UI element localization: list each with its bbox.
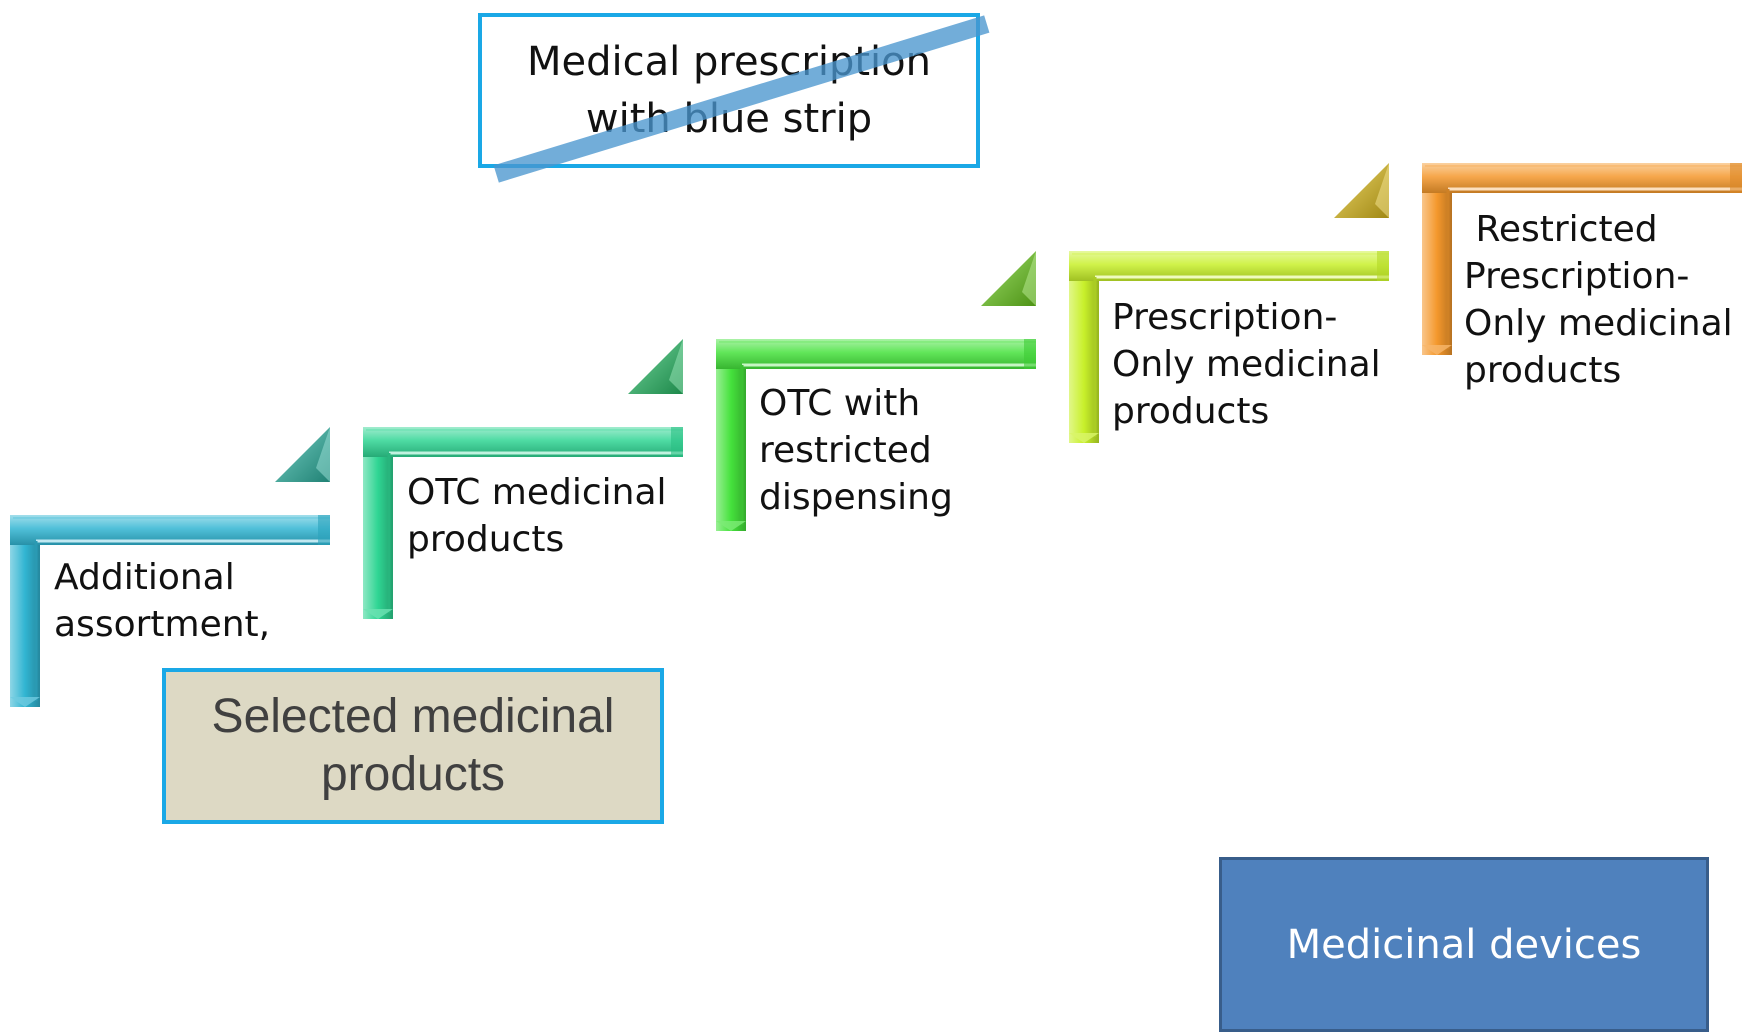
medicinal-devices-text: Medicinal devices xyxy=(1286,921,1642,968)
selected-products-box: Selected medicinal products xyxy=(162,668,664,824)
step-label-otc-restricted: OTC with restricted dispensing xyxy=(759,383,953,518)
step-arrow-1 xyxy=(275,427,330,482)
step-bracket-otc-restricted xyxy=(716,339,1036,531)
step-cap xyxy=(363,609,393,619)
step-arrow-4 xyxy=(1334,163,1389,218)
step-bracket-restricted-prescription xyxy=(1422,163,1742,355)
step-bracket-additional xyxy=(10,515,330,707)
step-label-restricted-prescription: Restricted Prescription- Only medicinal … xyxy=(1464,209,1733,391)
step-label-prescription: Prescription- Only medicinal products xyxy=(1112,297,1381,432)
step-cap xyxy=(1422,345,1452,355)
selected-products-text: Selected medicinal products xyxy=(211,690,615,801)
medicinal-devices-box: Medicinal devices xyxy=(1219,857,1709,1032)
step-label-additional: Additional assortment, xyxy=(54,557,271,645)
prescription-note-box: Medical prescription with blue strip xyxy=(478,13,980,168)
arrow-facet xyxy=(669,339,683,394)
step-cap xyxy=(1069,433,1099,443)
step-cap xyxy=(318,515,330,545)
step-cap xyxy=(1730,163,1742,193)
step-cap xyxy=(10,697,40,707)
step-cap xyxy=(1024,339,1036,369)
step-cap xyxy=(671,427,683,457)
step-arrow-3 xyxy=(981,251,1036,306)
step-bracket-otc xyxy=(363,427,683,619)
arrow-facet xyxy=(316,427,330,482)
step-bracket-prescription xyxy=(1069,251,1389,443)
step-label-otc: OTC medicinal products xyxy=(407,472,667,560)
arrow-facet xyxy=(1375,163,1389,218)
step-cap xyxy=(1377,251,1389,281)
step-cap xyxy=(716,521,746,531)
step-arrow-2 xyxy=(628,339,683,394)
arrow-facet xyxy=(1022,251,1036,306)
